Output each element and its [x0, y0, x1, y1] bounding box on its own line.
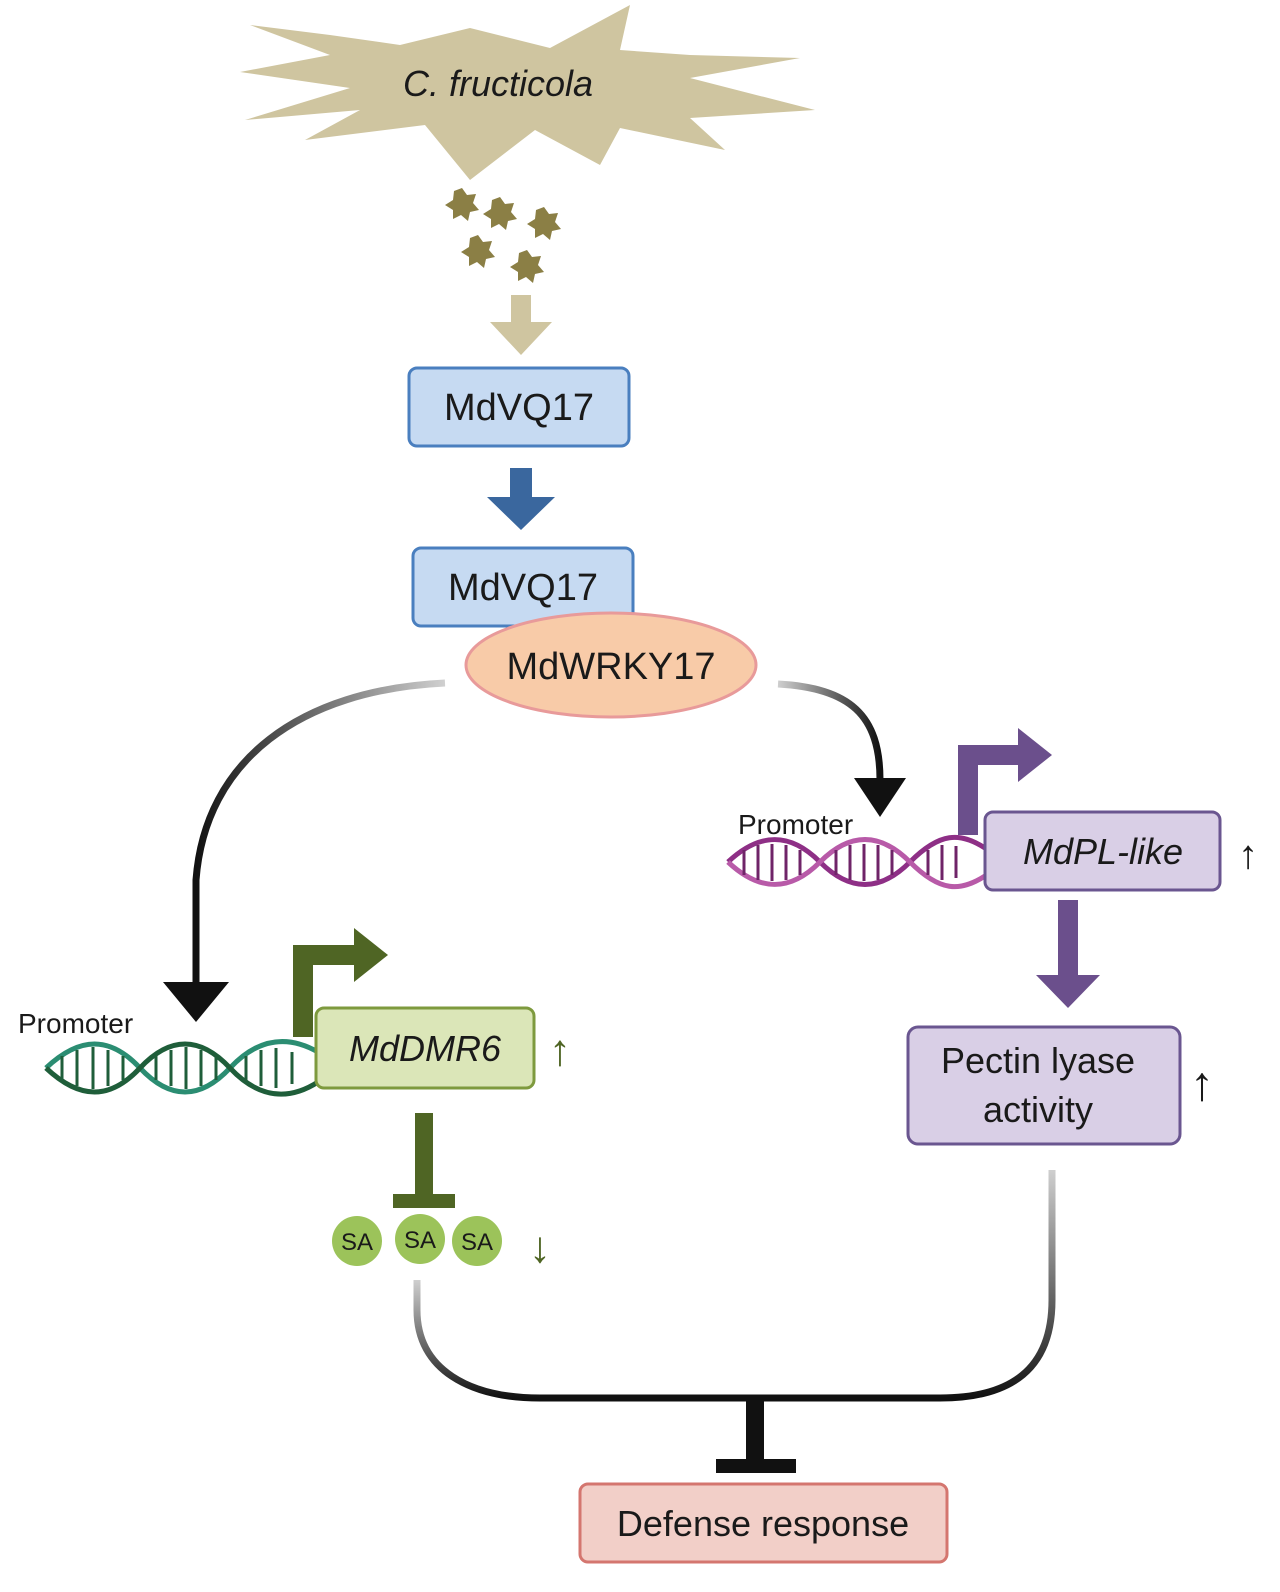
dmr6-label: MdDMR6 [349, 1028, 502, 1069]
dmr6-node: MdDMR6 [314, 1006, 536, 1090]
dmr6-up-arrow: ↑ [549, 1026, 571, 1075]
spore [445, 188, 479, 221]
vq17-label: MdVQ17 [444, 387, 594, 429]
wrky17-to-dmr6-arrow [192, 679, 446, 985]
pl-like-up-arrow: ↑ [1238, 833, 1258, 877]
spore [483, 197, 517, 230]
sa-group: SA SA SA [332, 1214, 502, 1266]
dmr6-inhibits-sa [393, 1113, 455, 1208]
sa-molecule: SA [452, 1216, 502, 1266]
pectin-node: Pectin lyase activity [906, 1025, 1182, 1146]
sa-to-defense-line [413, 1280, 755, 1402]
vq17-node: MdVQ17 [407, 366, 631, 448]
promoter-left-label: Promoter [18, 1008, 133, 1039]
pectin-label-line1: Pectin lyase [941, 1040, 1135, 1081]
pathogen-to-vq17-arrow [490, 295, 552, 355]
sa-label: SA [341, 1229, 373, 1256]
spores [445, 188, 561, 283]
wrky17-node: MdWRKY17 [464, 611, 758, 719]
wrky17-to-pl-arrowhead [854, 778, 906, 817]
pl-tss-arrow [958, 728, 1052, 835]
promoter-right-label: Promoter [738, 809, 853, 840]
pectin-to-defense-line [755, 1170, 1056, 1402]
dmr6-tss-arrow [293, 928, 388, 1037]
defense-label: Defense response [617, 1503, 909, 1544]
wrky17-to-dmr6-arrowhead [163, 982, 229, 1022]
pl-to-pectin-arrow [1036, 900, 1100, 1008]
pl-like-node: MdPL-like [983, 810, 1222, 892]
pathogen-shape [240, 5, 815, 180]
sa-molecule: SA [332, 1216, 382, 1266]
spore [527, 207, 561, 240]
sa-label: SA [461, 1229, 493, 1256]
defense-node: Defense response [578, 1482, 949, 1564]
vq17-complex-node: MdVQ17 [411, 546, 635, 628]
spore [510, 250, 544, 283]
defense-inhibition-bar [716, 1398, 796, 1473]
pl-like-label: MdPL-like [1023, 831, 1183, 872]
wrky17-label: MdWRKY17 [506, 646, 715, 688]
vq17-activation-arrow [487, 468, 555, 530]
sa-down-arrow: ↓ [529, 1223, 551, 1272]
sa-molecule: SA [395, 1214, 445, 1264]
pectin-label-line2: activity [983, 1089, 1093, 1130]
pathogen-burst: C. fructicola [240, 5, 815, 180]
spore [461, 235, 495, 268]
dna-left [44, 1039, 320, 1097]
pectin-up-arrow: ↑ [1190, 1058, 1214, 1111]
wrky17-to-pl-arrow [777, 680, 884, 781]
pathogen-label: C. fructicola [403, 63, 593, 104]
dna-right [726, 834, 987, 890]
vq17-complex-label: MdVQ17 [448, 567, 598, 609]
sa-label: SA [404, 1227, 436, 1254]
